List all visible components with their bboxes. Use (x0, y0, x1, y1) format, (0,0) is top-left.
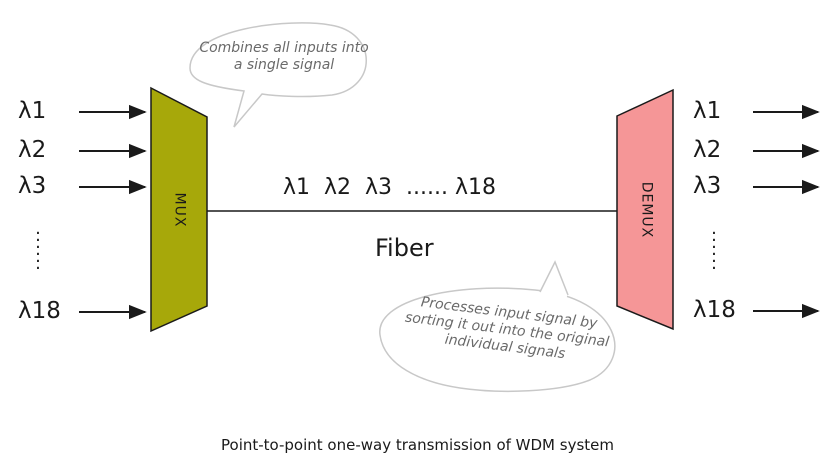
output-label-1: λ1 (693, 98, 722, 124)
mux-label: MUX (171, 192, 188, 228)
output-label-3: λ3 (693, 173, 722, 199)
mux-note-bubble (189, 22, 367, 128)
input-label-3: λ3 (18, 173, 47, 199)
demux-note-bubble (379, 260, 616, 393)
input-ellipsis: ······ (35, 223, 41, 279)
demux-block (616, 88, 674, 331)
fiber-channels-label: λ1 λ2 λ3 ...... λ18 (283, 175, 496, 200)
fiber-label: Fiber (375, 234, 434, 262)
input-label-1: λ1 (18, 98, 47, 124)
input-label-2: λ2 (18, 137, 47, 163)
mux-block (150, 86, 208, 333)
output-label-2: λ2 (693, 137, 722, 163)
input-label-18: λ18 (18, 298, 61, 324)
output-label-18: λ18 (693, 297, 736, 323)
demux-label: DEMUX (638, 181, 655, 239)
diagram-caption: Point-to-point one-way transmission of W… (221, 436, 614, 454)
mux-note-text: Combines all inputs into a single signal (199, 40, 369, 73)
output-ellipsis: ······ (711, 223, 717, 279)
